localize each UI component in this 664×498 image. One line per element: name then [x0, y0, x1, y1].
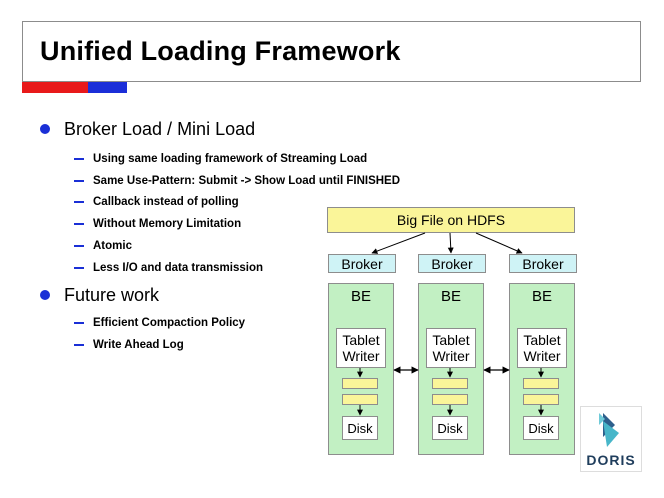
disk-label: Disk — [347, 420, 373, 436]
be-label: BE — [350, 288, 371, 305]
title-box — [22, 21, 641, 82]
arrow-hdfs-to-broker-3 — [475, 232, 523, 254]
bullet-dot-icon — [40, 290, 50, 300]
broker-box: Broker — [418, 254, 486, 273]
disk-label: Disk — [437, 420, 463, 436]
broker-box: Broker — [328, 254, 396, 273]
tablet-writer-box: Tablet Writer — [336, 328, 386, 368]
dash-icon — [74, 158, 84, 160]
arrow-hdfs-to-broker-2 — [447, 232, 454, 254]
accent-bar-blue — [88, 82, 127, 93]
buffer-block — [342, 378, 378, 389]
slide-title: Unified Loading Framework — [40, 36, 401, 66]
disk-box: Disk — [342, 416, 378, 440]
buffer-block — [432, 394, 468, 405]
doris-logo — [580, 406, 642, 472]
subitem-label: Efficient Compaction Policy — [93, 317, 246, 329]
bullet-future-work: Future work — [64, 285, 160, 305]
broker-box: Broker — [509, 254, 577, 273]
subitem-label: Write Ahead Log — [93, 339, 184, 351]
subitem-label: Using same loading framework of Streamin… — [93, 153, 368, 165]
broker-label: Broker — [431, 255, 473, 272]
bullet-broker-load: Broker Load / Mini Load — [64, 119, 256, 139]
tablet-writer-box: Tablet Writer — [426, 328, 476, 368]
subitem-label: Same Use-Pattern: Submit -> Show Load un… — [93, 175, 401, 187]
disk-box: Disk — [523, 416, 559, 440]
dash-icon — [74, 344, 84, 346]
be-label: BE — [531, 288, 552, 305]
buffer-block — [342, 394, 378, 405]
subitem-label: Less I/O and data transmission — [93, 262, 263, 274]
arrow-hdfs-to-broker-1 — [371, 232, 426, 254]
be-label: BE — [440, 288, 461, 305]
tablet-writer-label: Tablet Writer — [432, 332, 470, 364]
subitem-label: Callback instead of polling — [93, 196, 239, 208]
tablet-writer-label: Tablet Writer — [523, 332, 561, 364]
bullet-dot-icon — [40, 124, 50, 134]
doris-logo-text: DORIS — [586, 452, 636, 468]
accent-bar-red — [22, 82, 88, 93]
doris-logo-icon — [599, 413, 619, 447]
buffer-block — [523, 394, 559, 405]
dash-icon — [74, 322, 84, 324]
broker-label: Broker — [522, 255, 564, 272]
tablet-writer-label: Tablet Writer — [342, 332, 380, 364]
buffer-block — [523, 378, 559, 389]
dash-icon — [74, 223, 84, 225]
disk-box: Disk — [432, 416, 468, 440]
buffer-block — [432, 378, 468, 389]
hdfs-source-label: Big File on HDFS — [396, 212, 506, 228]
dash-icon — [74, 201, 84, 203]
tablet-writer-box: Tablet Writer — [517, 328, 567, 368]
hdfs-source-box: Big File on HDFS — [327, 207, 575, 233]
broker-label: Broker — [341, 255, 383, 272]
dash-icon — [74, 267, 84, 269]
subitem-label: Without Memory Limitation — [93, 218, 242, 230]
disk-label: Disk — [528, 420, 554, 436]
subitem-label: Atomic — [93, 240, 132, 252]
dash-icon — [74, 245, 84, 247]
dash-icon — [74, 180, 84, 182]
